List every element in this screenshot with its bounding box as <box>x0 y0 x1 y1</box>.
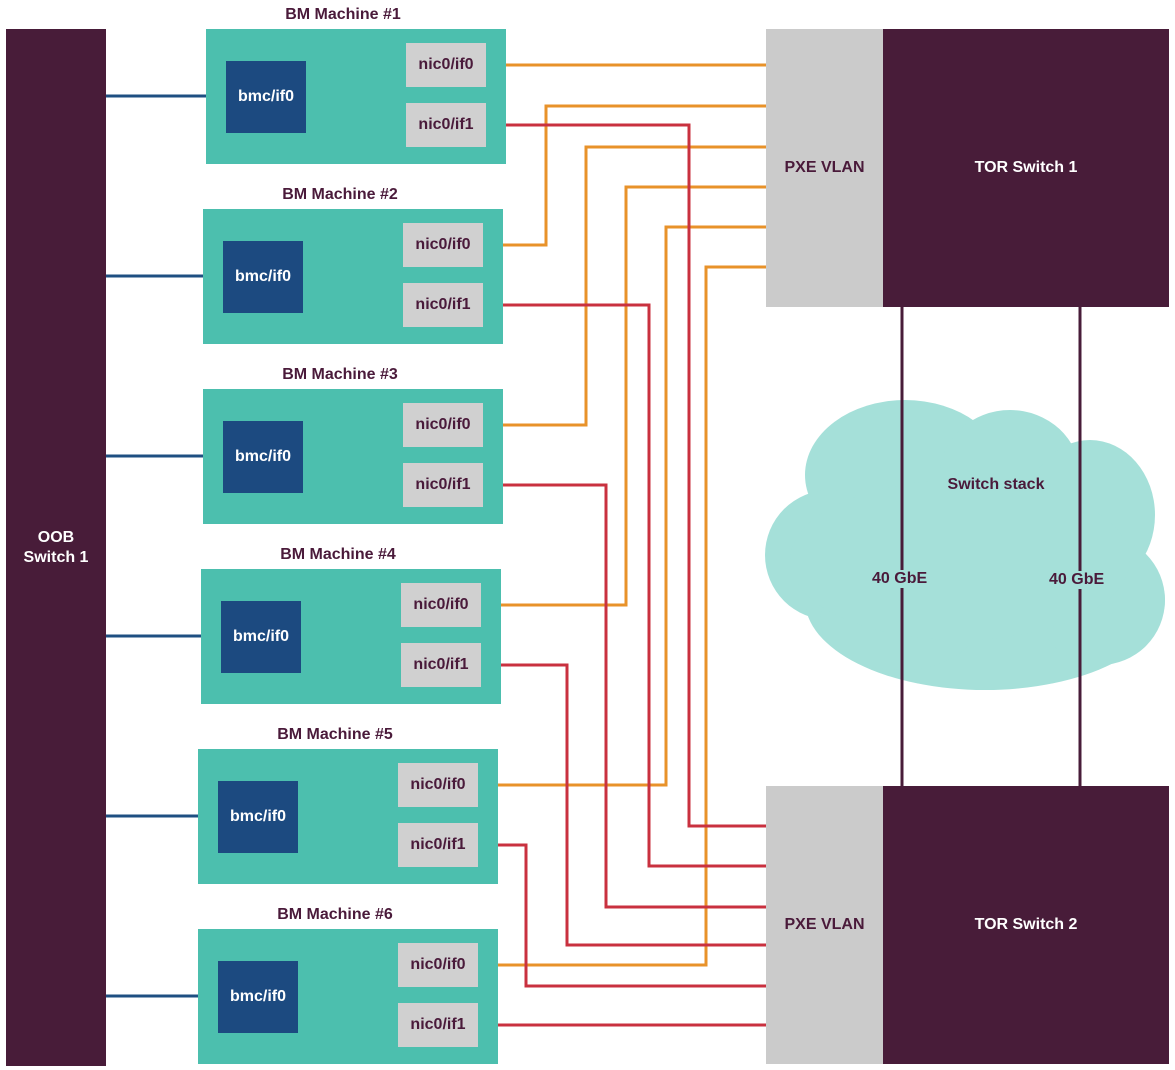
nic-port-if1: nic0/if1 <box>403 463 483 507</box>
bmc-port: bmc/if0 <box>226 61 306 133</box>
tor-switch-2: TOR Switch 2 <box>883 786 1169 1064</box>
bmc-port: bmc/if0 <box>223 421 303 493</box>
tor-switch-label: TOR Switch 2 <box>974 916 1078 933</box>
oob-switch-label: OOB Switch 1 <box>23 528 89 566</box>
pxe-link <box>481 185 766 607</box>
nic-port-if0: nic0/if0 <box>398 943 478 987</box>
nic-port-label: nic0/if0 <box>415 236 471 253</box>
nic-port-if0: nic0/if0 <box>403 223 483 267</box>
bmc-port-label: bmc/if0 <box>229 808 286 825</box>
bmc-port-label: bmc/if0 <box>234 268 291 285</box>
nic-port-label: nic0/if1 <box>413 656 469 673</box>
nic-port-label: nic0/if0 <box>415 416 471 433</box>
nic-port-label: nic0/if0 <box>413 596 469 613</box>
nic-port-if0: nic0/if0 <box>406 43 486 87</box>
nic-port-label: nic0/if1 <box>410 836 466 853</box>
nic-port-if1: nic0/if1 <box>403 283 483 327</box>
bmc-port-label: bmc/if0 <box>234 448 291 465</box>
bmc-port: bmc/if0 <box>221 601 301 673</box>
pxe-link <box>478 225 766 787</box>
bm-machine-title: BM Machine #5 <box>277 726 393 743</box>
bmc-port: bmc/if0 <box>218 781 298 853</box>
pxe-link <box>483 145 766 427</box>
nic-port-label: nic0/if1 <box>410 1016 466 1033</box>
nic-port-label: nic0/if0 <box>410 776 466 793</box>
bm-machine-title: BM Machine #6 <box>277 906 393 923</box>
data-link <box>478 843 766 988</box>
bmc-port-label: bmc/if0 <box>237 88 294 105</box>
tor-switch-label: TOR Switch 1 <box>974 159 1078 176</box>
bm-machine-title: BM Machine #4 <box>280 546 396 563</box>
data-link <box>483 483 766 909</box>
nic-port-if1: nic0/if1 <box>401 643 481 687</box>
pxe-vlan-1: PXE VLAN <box>766 29 883 307</box>
data-link <box>486 123 766 828</box>
pxe-vlan-label: PXE VLAN <box>784 916 865 933</box>
tor-switch-1: TOR Switch 1 <box>883 29 1169 307</box>
oob-switch: OOB Switch 1 <box>6 29 106 1066</box>
nic-port-label: nic0/if1 <box>415 476 471 493</box>
bmc-port-label: bmc/if0 <box>232 628 289 645</box>
nic-port-label: nic0/if1 <box>415 296 471 313</box>
bmc-port: bmc/if0 <box>218 961 298 1033</box>
nic-port-if0: nic0/if0 <box>401 583 481 627</box>
pxe-link <box>478 265 766 967</box>
pxe-vlan-label: PXE VLAN <box>784 159 865 176</box>
stack-link-label: 40 GbE <box>1047 571 1107 589</box>
pxe-link <box>483 104 766 247</box>
bm-machine-title: BM Machine #2 <box>282 186 398 203</box>
nic-port-label: nic0/if1 <box>418 116 474 133</box>
nic-port-if1: nic0/if1 <box>398 823 478 867</box>
bm-machine-title: BM Machine #1 <box>285 6 401 23</box>
bm-machine-title: BM Machine #3 <box>282 366 398 383</box>
nic-port-label: nic0/if0 <box>418 56 474 73</box>
data-link <box>481 663 766 947</box>
nic-port-if0: nic0/if0 <box>403 403 483 447</box>
nic-port-if0: nic0/if0 <box>398 763 478 807</box>
nic-port-if1: nic0/if1 <box>398 1003 478 1047</box>
nic-port-label: nic0/if0 <box>410 956 466 973</box>
bmc-port: bmc/if0 <box>223 241 303 313</box>
data-link <box>483 303 766 868</box>
bmc-port-label: bmc/if0 <box>229 988 286 1005</box>
switch-stack-cloud <box>765 400 1165 690</box>
switch-stack-label: Switch stack <box>947 476 1045 493</box>
stack-link-label: 40 GbE <box>870 570 930 588</box>
pxe-vlan-2: PXE VLAN <box>766 786 883 1064</box>
nic-port-if1: nic0/if1 <box>406 103 486 147</box>
